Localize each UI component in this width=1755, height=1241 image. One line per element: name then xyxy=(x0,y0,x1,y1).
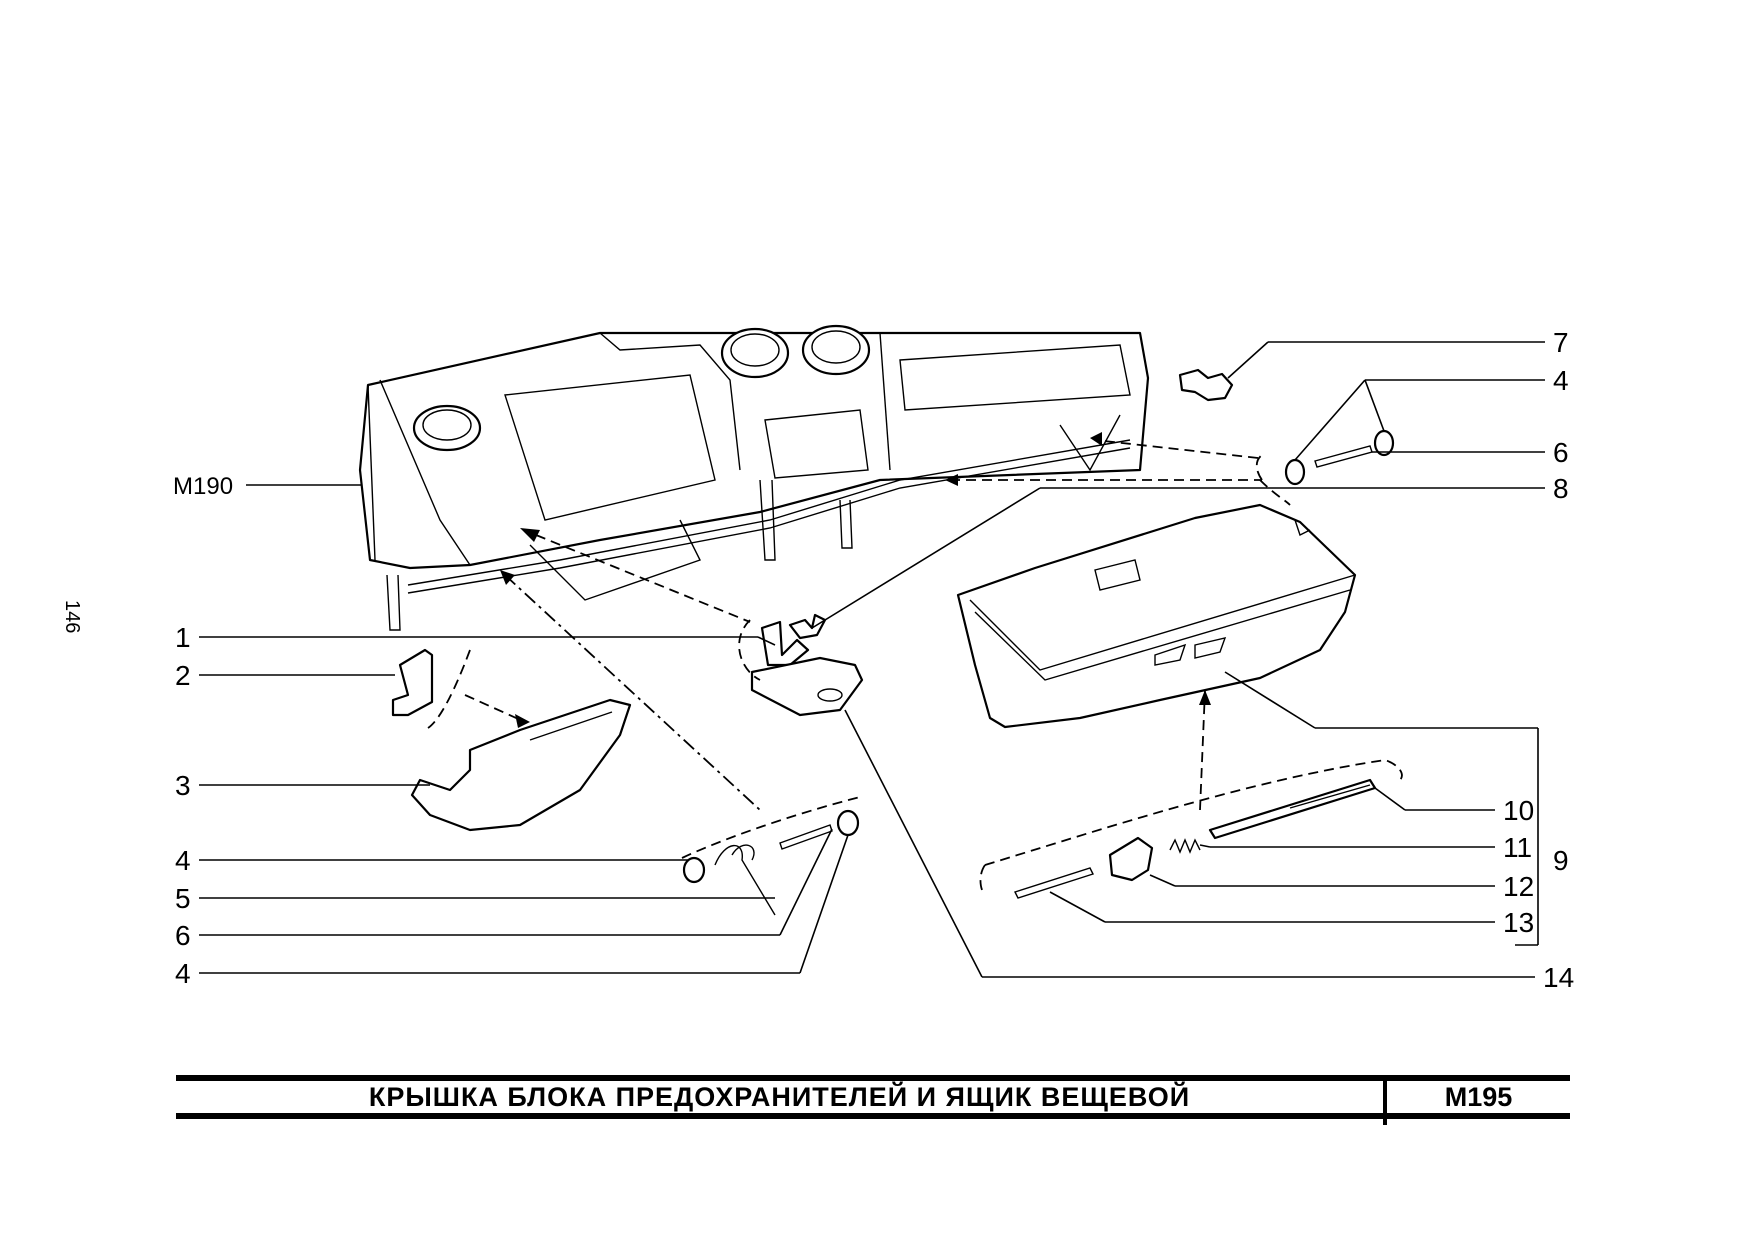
callout-1: 1 xyxy=(175,622,191,653)
pin-part-6 xyxy=(1314,445,1373,468)
callout-9-group: 9 xyxy=(1553,845,1569,876)
bar-part-13 xyxy=(1014,867,1094,899)
screw-part-8 xyxy=(788,613,827,640)
assembly-paths xyxy=(427,432,1403,896)
callout-12: 12 xyxy=(1503,871,1534,902)
lock-part-12 xyxy=(1108,836,1154,882)
dashboard-panel xyxy=(358,324,1150,631)
clip-part-2 xyxy=(391,648,434,717)
ref-label: M190 xyxy=(173,473,233,500)
callout-13: 13 xyxy=(1503,907,1534,938)
washer-part-4a xyxy=(1284,458,1306,486)
title-band: КРЫШКА БЛОКА ПРЕДОХРАНИТЕЛЕЙ И ЯЩИК ВЕЩЕ… xyxy=(176,1075,1570,1125)
glove-box xyxy=(956,503,1357,729)
bracket-part-1 xyxy=(760,620,810,667)
callout-7: 7 xyxy=(1553,327,1569,358)
rod-part-10 xyxy=(1208,778,1377,840)
callout-11: 11 xyxy=(1503,832,1532,863)
callout-4-left-a: 4 xyxy=(175,845,191,876)
bumper-part-7 xyxy=(1178,368,1234,402)
spring-part-5 xyxy=(714,844,776,916)
callout-4-left-b: 4 xyxy=(175,958,191,989)
leader-lines xyxy=(199,341,1545,978)
page-number: 146 xyxy=(61,600,83,633)
callout-14: 14 xyxy=(1543,962,1574,993)
callout-6-left: 6 xyxy=(175,920,191,951)
fuse-cover-part-3 xyxy=(410,698,632,832)
washer-part-4d xyxy=(836,809,860,837)
pin-part-6b xyxy=(779,824,833,850)
callout-3: 3 xyxy=(175,770,191,801)
spring-part-11 xyxy=(1169,838,1201,854)
latch-part-14 xyxy=(750,656,864,717)
callout-4-right: 4 xyxy=(1553,365,1569,396)
callout-5: 5 xyxy=(175,883,191,914)
callout-8: 8 xyxy=(1553,473,1569,504)
washer-part-4c xyxy=(682,856,706,884)
title-divider xyxy=(1383,1075,1387,1125)
callout-2: 2 xyxy=(175,660,191,691)
callout-10: 10 xyxy=(1503,795,1534,826)
diagram-code: M195 xyxy=(1444,1082,1513,1112)
callout-6-right: 6 xyxy=(1553,437,1569,468)
diagram-title: КРЫШКА БЛОКА ПРЕДОХРАНИТЕЛЕЙ И ЯЩИК ВЕЩЕ… xyxy=(368,1082,1191,1112)
